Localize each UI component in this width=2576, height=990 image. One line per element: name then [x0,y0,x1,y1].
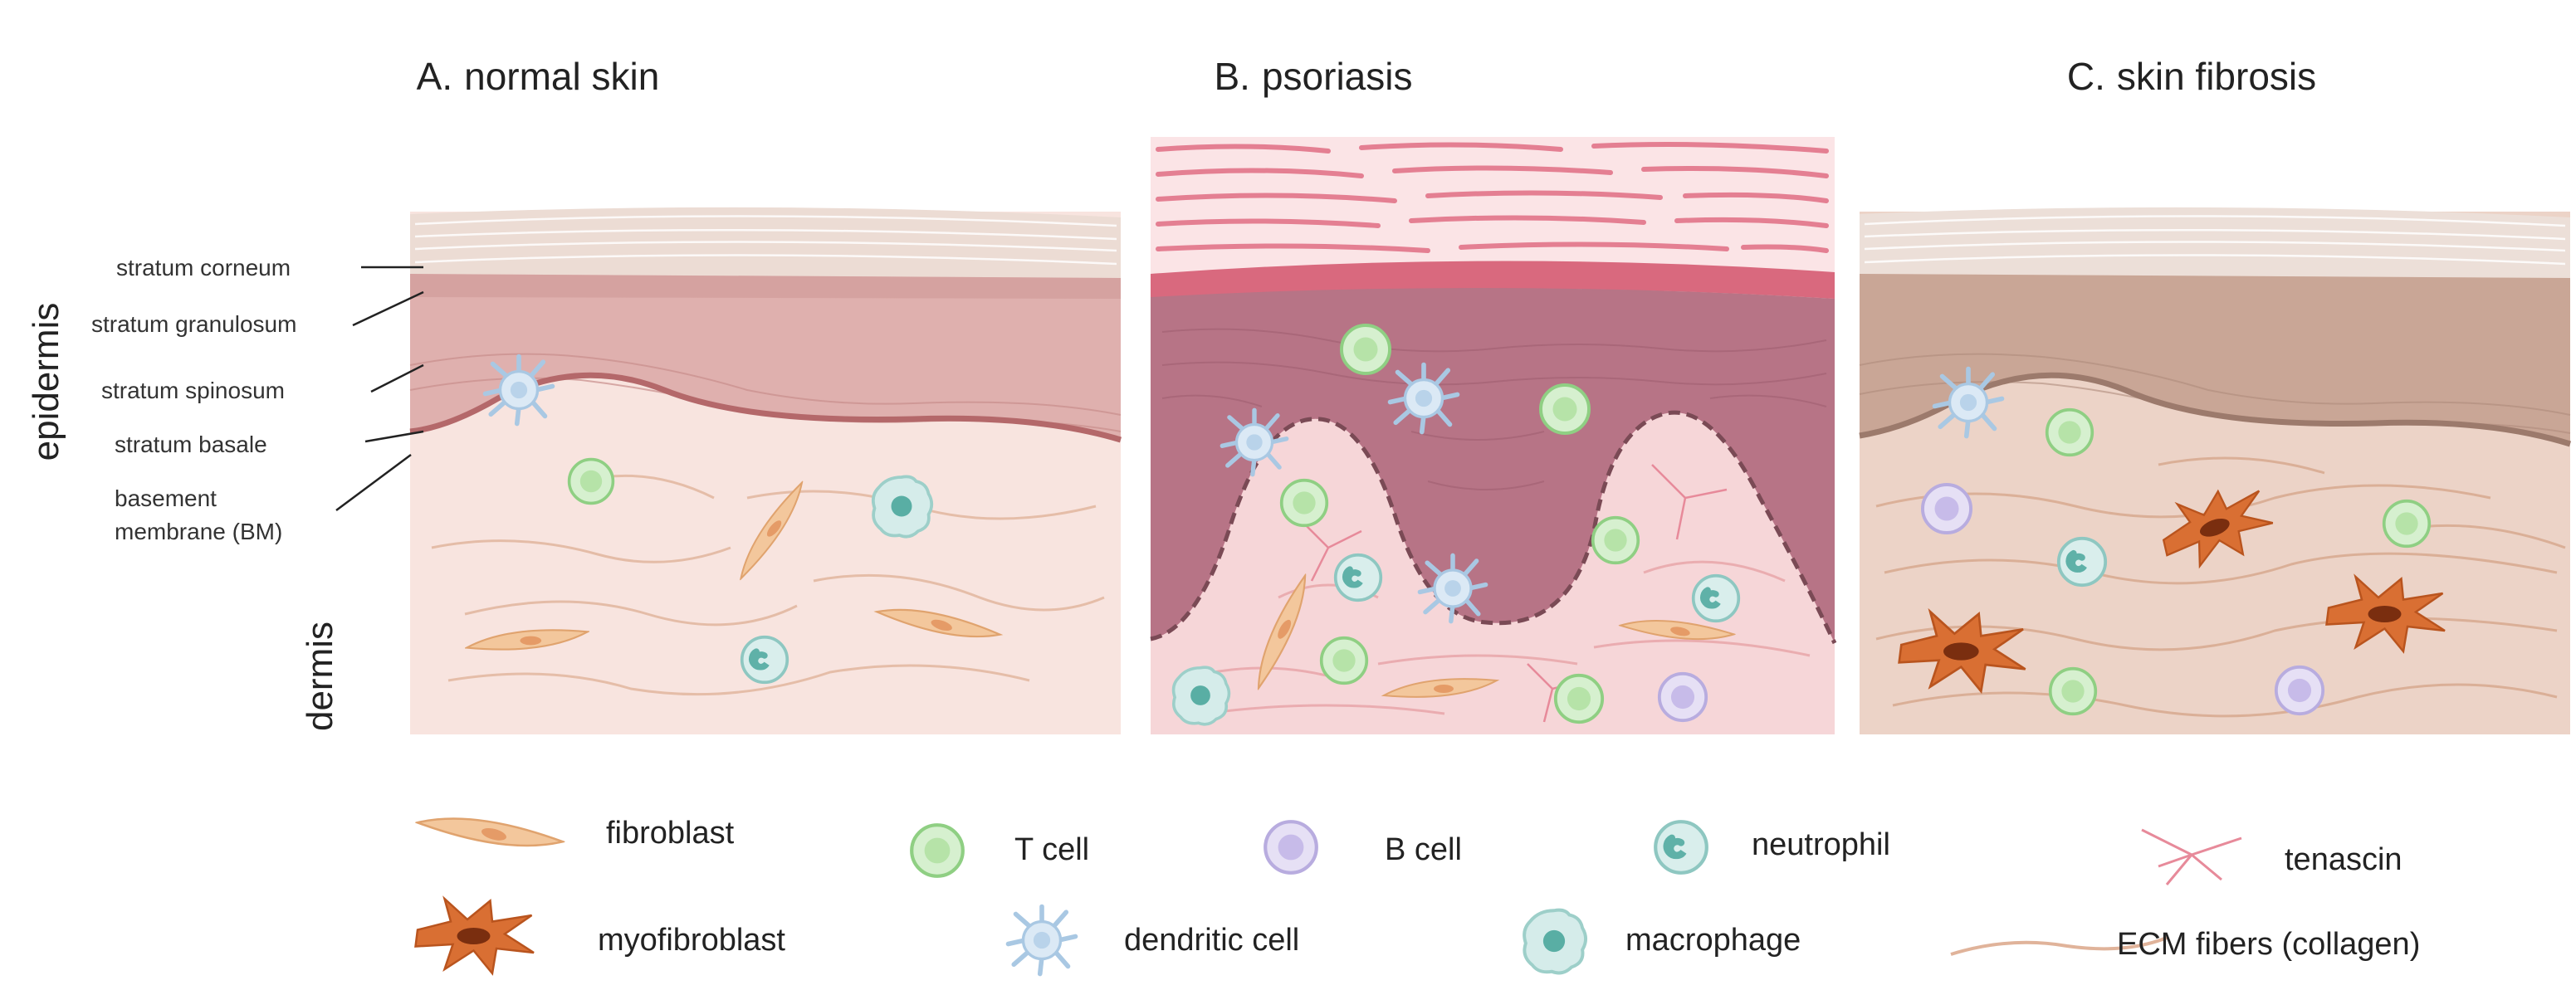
layer-pointer-lines [335,266,424,512]
legend-item-neutrophil: neutrophil [1655,822,1890,873]
side-label-dermis: dermis [300,622,340,731]
legend: fibroblast T cell B cell neutrophil tena… [414,801,2420,975]
legend-item-t-cell: T cell [912,825,1089,876]
side-label-epidermis: epidermis [26,303,66,461]
label-stratum-corneum: stratum corneum [116,255,291,280]
b-cell-icon [1265,822,1317,873]
label-stratum-basale: stratum basale [115,432,267,457]
legend-item-macrophage: macrophage [1523,908,1801,975]
label-stratum-granulosum: stratum granulosum [91,311,296,337]
neutrophil-icon [1655,822,1707,873]
legend-item-dendritic-cell: dendritic cell [1009,907,1299,974]
legend-label-ecm-fibers: ECM fibers (collagen) [2117,927,2420,962]
panel-psoriasis [1150,137,1837,734]
label-basement: basement [115,485,217,511]
dendritic-cell-icon [1009,907,1076,974]
legend-item-fibroblast: fibroblast [415,801,735,864]
legend-label-neutrophil: neutrophil [1752,827,1890,862]
legend-label-macrophage: macrophage [1625,923,1801,958]
label-stratum-spinosum: stratum spinosum [101,378,285,403]
tenascin-icon [2141,828,2242,885]
panel-skin-fibrosis [1859,207,2572,734]
t-cell-icon [912,825,963,876]
macrophage-icon [1523,908,1588,975]
legend-item-b-cell: B cell [1265,822,1462,873]
label-membrane: membrane (BM) [115,519,282,544]
legend-item-tenascin: tenascin [2141,828,2402,885]
panel-title-normal: A.normal skin [417,55,660,98]
legend-item-ecm-fibers: ECM fibers (collagen) [1950,927,2420,962]
legend-label-fibroblast: fibroblast [606,816,735,851]
fibroblast-icon [415,801,565,864]
collagen-fiber-icon [1950,936,2168,956]
legend-label-b-cell: B cell [1385,832,1462,867]
legend-label-dendritic-cell: dendritic cell [1124,923,1299,958]
myofibroblast-icon [414,897,535,975]
panel-title-psoriasis: B.psoriasis [1215,55,1413,98]
panel-normal-skin [409,207,1122,734]
legend-label-myofibroblast: myofibroblast [598,923,785,958]
panel-title-fibrosis: C.skin fibrosis [2067,55,2316,98]
legend-label-tenascin: tenascin [2285,842,2402,877]
legend-item-myofibroblast: myofibroblast [414,897,785,975]
legend-label-t-cell: T cell [1014,832,1089,867]
